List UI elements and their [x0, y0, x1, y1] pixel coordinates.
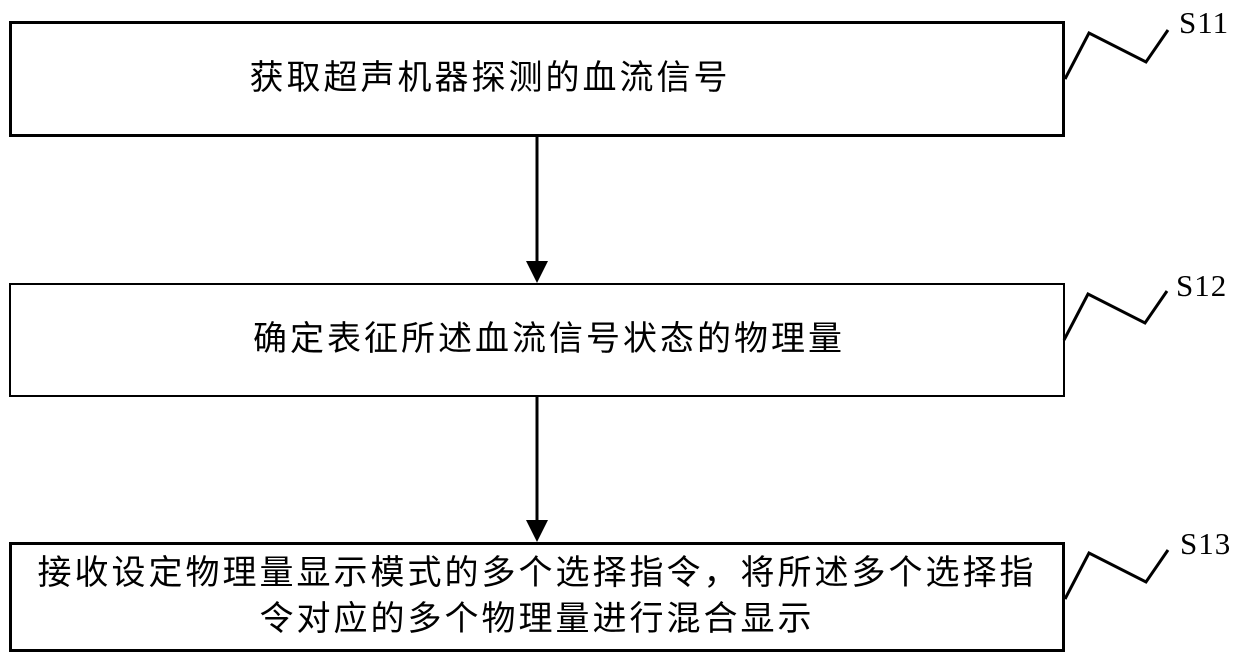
down-arrow-icon: [526, 397, 548, 542]
step-text-s12: 确定表征所述血流信号状态的物理量: [253, 317, 845, 363]
reference-connector-s13: [1063, 549, 1170, 600]
step-text-s13: 接收设定物理量显示模式的多个选择指令，将所述多个选择指 令对应的多个物理量进行混…: [38, 551, 1037, 643]
down-arrow-icon: [526, 137, 548, 283]
step-label-s13: S13: [1180, 526, 1232, 561]
step-box-s13: 接收设定物理量显示模式的多个选择指令，将所述多个选择指 令对应的多个物理量进行混…: [9, 542, 1065, 652]
reference-connector-s12: [1062, 290, 1169, 341]
step-text-line: 获取超声机器探测的血流信号: [249, 60, 731, 97]
step-text-s11: 获取超声机器探测的血流信号: [250, 56, 731, 102]
reference-connector-s11: [1063, 29, 1170, 80]
step-box-s11: 获取超声机器探测的血流信号: [9, 21, 1065, 137]
step-label-s11: S11: [1179, 5, 1230, 40]
step-text-line: 确定表征所述血流信号状态的物理量: [253, 321, 845, 358]
step-box-s12: 确定表征所述血流信号状态的物理量: [9, 283, 1065, 397]
step-label-s12: S12: [1176, 268, 1228, 303]
step-text-line: 接收设定物理量显示模式的多个选择指令，将所述多个选择指: [37, 555, 1037, 592]
step-text-line: 令对应的多个物理量进行混合显示: [259, 601, 815, 638]
